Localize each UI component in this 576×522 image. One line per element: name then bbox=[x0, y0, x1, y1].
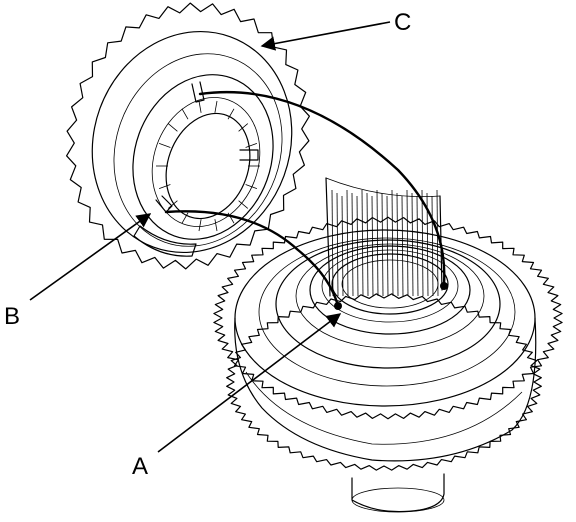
callout-a-label: A bbox=[132, 453, 148, 480]
callout-c-label: C bbox=[394, 9, 411, 36]
upper-gear-teeth bbox=[213, 216, 563, 420]
callout-c: C bbox=[260, 9, 411, 51]
callout-b: B bbox=[4, 213, 152, 330]
gear-assembly bbox=[213, 216, 563, 513]
lower-gear-teeth bbox=[226, 293, 542, 471]
synchro-sleeve bbox=[66, 2, 310, 270]
alignment-curves bbox=[164, 90, 448, 310]
callout-b-label: B bbox=[4, 303, 20, 330]
callout-a: A bbox=[132, 313, 342, 480]
shaft bbox=[325, 177, 443, 297]
